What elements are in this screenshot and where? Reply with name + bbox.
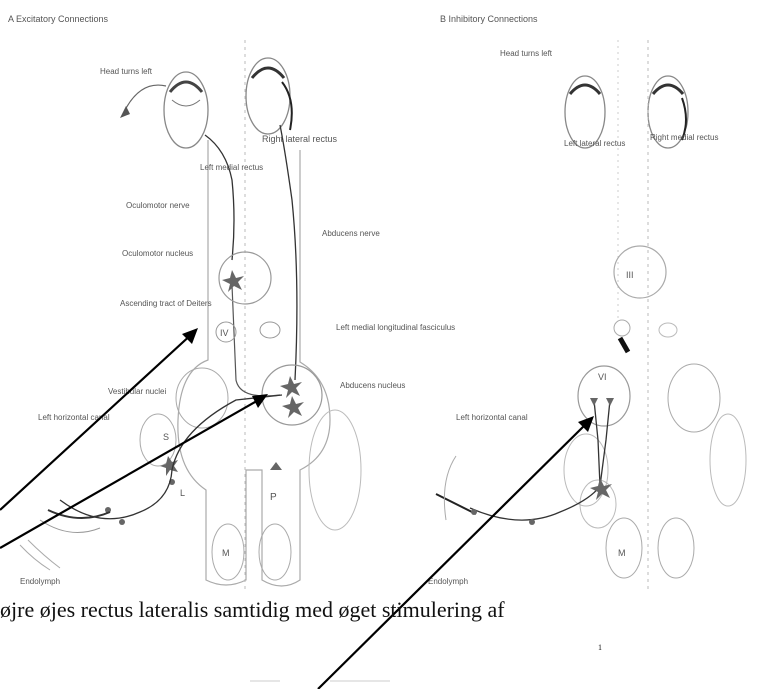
abducens-nerve-path-a — [280, 125, 297, 380]
head-turn-arrow-a — [124, 85, 166, 112]
panel-a: A Excitatory Connections — [8, 14, 455, 590]
label-mlf-a: Left medial longitudinal fasciculus — [336, 323, 455, 332]
left-eye-a — [164, 72, 208, 148]
label-iv-a: IV — [220, 328, 229, 338]
canal-b — [436, 494, 476, 514]
label-head-turns-left-a: Head turns left — [100, 67, 153, 76]
label-abducens-nucleus-a: Abducens nucleus — [340, 381, 405, 390]
neuron-markers-a — [105, 270, 304, 525]
label-endolymph-a: Endolymph — [20, 577, 60, 586]
panel-a-heading: A Excitatory Connections — [8, 14, 109, 24]
caption-text: øjre øjes rectus lateralis samtidig med … — [0, 597, 505, 622]
abducens-nucleus-circle-a — [262, 365, 322, 425]
label-right-medial-rectus-b: Right medial rectus — [650, 133, 718, 142]
left-eye-b — [565, 76, 605, 148]
label-head-turns-left-b: Head turns left — [500, 49, 553, 58]
page-number: 1 — [598, 643, 602, 652]
panel-b-heading: B Inhibitory Connections — [440, 14, 538, 24]
ink-mark-b — [620, 338, 628, 352]
label-oculomotor-nerve-a: Oculomotor nerve — [126, 201, 190, 210]
oculomotor-nerve-path-a — [205, 135, 234, 260]
label-left-lateral-rectus-b: Left lateral rectus — [564, 139, 625, 148]
label-l-a: L — [180, 488, 185, 498]
annotation-arrow-1 — [0, 332, 194, 510]
label-endolymph-b: Endolymph — [428, 577, 468, 586]
label-vestibular-nuclei-a: Vestibular nuclei — [108, 387, 166, 396]
iii-nucleus-circle-b — [614, 246, 666, 298]
annotation-arrows — [0, 328, 594, 689]
label-vi-b: VI — [598, 372, 607, 382]
label-left-medial-rectus-a: Left medial rectus — [200, 163, 263, 172]
label-abducens-nerve-a: Abducens nerve — [322, 229, 380, 238]
label-left-canal-b: Left horizontal canal — [456, 413, 528, 422]
label-m-a: M — [222, 548, 230, 558]
annotation-arrow-3 — [318, 420, 590, 689]
label-p-a: P — [270, 492, 277, 503]
label-m-b: M — [618, 548, 626, 558]
label-s-a: S — [163, 432, 169, 442]
vi-pathway-b — [594, 400, 600, 486]
label-right-lateral-rectus-a: Right lateral rectus — [262, 134, 338, 144]
label-iii-b: III — [626, 270, 634, 280]
right-eye-a — [246, 58, 292, 134]
label-oculomotor-nucleus-a: Oculomotor nucleus — [122, 249, 193, 258]
label-left-canal-a: Left horizontal canal — [38, 413, 110, 422]
label-ascending-tract-a: Ascending tract of Deiters — [120, 299, 212, 308]
brainstem-outline-a — [178, 140, 330, 586]
panel-b: B Inhibitory Connections — [428, 14, 746, 590]
